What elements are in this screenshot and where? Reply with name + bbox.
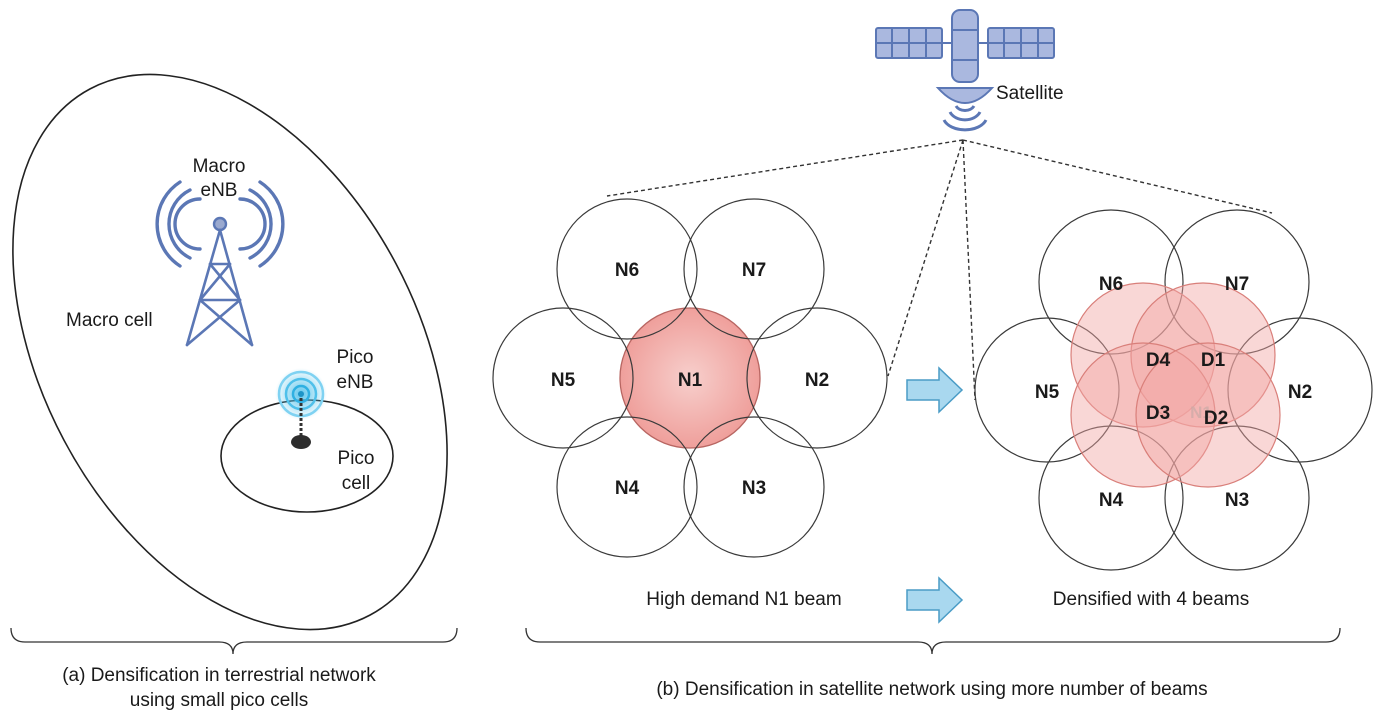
footprint-line — [962, 139, 1273, 214]
right-arrow-icon — [906, 576, 964, 624]
beam-circle-n3 — [1164, 425, 1310, 571]
beam-circle-n4 — [1038, 425, 1184, 571]
right-beam-cluster: N1 N2 N3 N4 N5 N6 N7 D1 D2 D3 D4 — [974, 209, 1373, 571]
beam-label-n3: N3 — [742, 478, 766, 499]
beam-circle-n1 — [619, 307, 761, 449]
beam-label-d4: D4 — [1146, 350, 1171, 371]
footprint-line — [606, 139, 964, 197]
footprint-line — [887, 139, 964, 377]
beam-label-n4: N4 — [1099, 490, 1124, 511]
left-beam-cluster: N1 N2 N3 N4 N5 N6 N7 — [492, 198, 888, 558]
pico-enb-label-line2: eNB — [337, 372, 374, 393]
macro-tower-icon — [155, 180, 285, 347]
pico-enb-icon — [275, 368, 327, 449]
beam-label-n6: N6 — [1099, 274, 1123, 295]
beam-label-n7: N7 — [1225, 274, 1249, 295]
macro-cell-boundary — [12, 73, 448, 631]
beam-label-n4: N4 — [615, 478, 640, 499]
beam-label-d1: D1 — [1201, 350, 1226, 371]
satellite-brace — [525, 627, 1341, 655]
beam-circle-n5 — [492, 307, 634, 449]
beam-label-n1: N1 — [678, 370, 703, 391]
satellite-icon — [875, 9, 1055, 132]
beam-circle-n4 — [556, 416, 698, 558]
beam-circle-d1 — [1130, 282, 1276, 428]
beam-label-d3: D3 — [1146, 403, 1170, 424]
beam-circle-d2 — [1135, 342, 1281, 488]
macro-enb-label-line1: Macro — [193, 156, 246, 177]
beam-circle-d4 — [1070, 282, 1216, 428]
terrestrial-caption-line1: (a) Densification in terrestrial network — [62, 665, 376, 686]
beam-label-n5: N5 — [1035, 382, 1060, 403]
pico-enb-label-line1: Pico — [337, 347, 374, 368]
beam-label-n7: N7 — [742, 260, 766, 281]
beam-label-n2: N2 — [805, 370, 829, 391]
macro-enb-label-line2: eNB — [201, 180, 238, 201]
beam-circle-n7 — [1164, 209, 1310, 355]
pico-cell-label-line2: cell — [342, 473, 371, 494]
beam-label-d2: D2 — [1204, 408, 1228, 429]
beam-circle-n6 — [1038, 209, 1184, 355]
beam-circle-n3 — [683, 416, 825, 558]
high-demand-caption: High demand N1 beam — [646, 589, 841, 610]
beam-circle-n2 — [746, 307, 888, 449]
hidden-n1-label: N1 — [1190, 403, 1212, 422]
terrestrial-brace — [10, 627, 458, 655]
beam-circle-n7 — [683, 198, 825, 340]
footprint-line — [962, 139, 976, 401]
satellite-label: Satellite — [996, 83, 1064, 104]
beam-label-n6: N6 — [615, 260, 639, 281]
beam-label-n3: N3 — [1225, 490, 1249, 511]
beam-circle-n6 — [556, 198, 698, 340]
beam-label-n5: N5 — [551, 370, 576, 391]
densified-caption: Densified with 4 beams — [1053, 589, 1249, 610]
pico-cell-label-line1: Pico — [338, 448, 375, 469]
beam-circle-n5 — [974, 317, 1120, 463]
satellite-panel: Satellite N1 N2 N3 N4 N5 N6 N7 — [492, 9, 1373, 700]
beam-label-n2: N2 — [1288, 382, 1312, 403]
beam-circle-d3 — [1070, 342, 1216, 488]
terrestrial-caption-line2: using small pico cells — [130, 690, 308, 711]
macro-cell-label: Macro cell — [66, 310, 153, 331]
terrestrial-panel: Macro eNB Macro cell Pico eNB Pico cell … — [10, 73, 458, 711]
satellite-caption: (b) Densification in satellite network u… — [656, 679, 1207, 700]
right-arrow-icon — [906, 366, 964, 414]
